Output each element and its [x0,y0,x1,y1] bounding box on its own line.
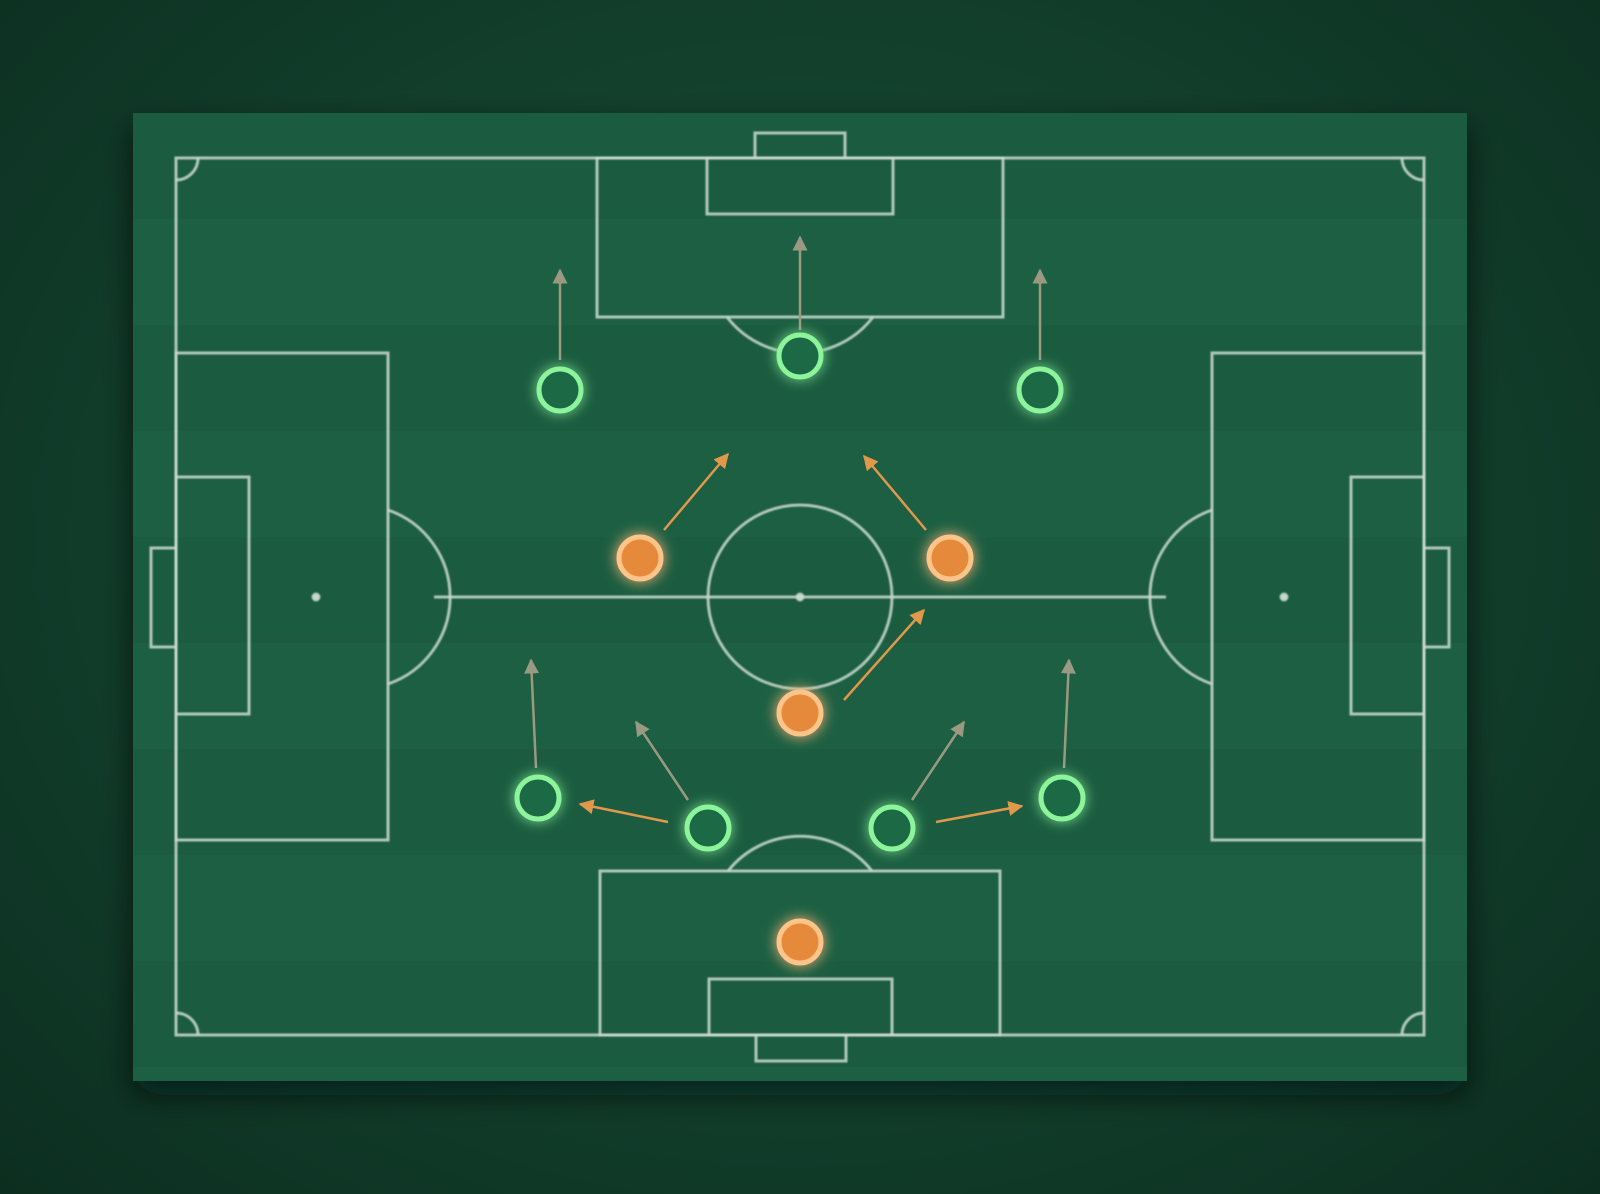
arrow-orange [663,452,729,531]
penalty-spot-left [311,592,321,602]
pitch-stripe [133,961,1467,1067]
player-ring [1038,774,1086,822]
team-green [514,332,1086,852]
player-green-6[interactable] [868,804,916,852]
player-ring [684,804,732,852]
corner-arc-bottom-right [1400,1011,1425,1036]
arrow-orange [863,454,927,531]
pitch-stripe [133,113,1467,219]
corner-arc-top-right [1400,157,1425,182]
arrow-gray [910,720,966,801]
penalty-arc-right [1148,508,1213,686]
penalty-arc-left [387,508,452,686]
player-ring [776,332,824,380]
pitch-markings [149,131,1451,1063]
player-ring [536,366,584,414]
player-ring [1016,366,1064,414]
centre-spot [795,592,805,602]
arrow-gray [634,720,690,801]
corner-arc-bottom-left [175,1011,200,1036]
goal-right [1422,546,1451,649]
player-green-1[interactable] [536,366,584,414]
player-disc [776,918,824,966]
penalty-arc-bottom [726,834,874,872]
player-green-3[interactable] [1016,366,1064,414]
player-orange-3[interactable] [776,689,824,737]
arrow-orange [935,801,1024,824]
movement-arrows [524,235,1076,824]
player-disc [926,534,974,582]
arrow-gray [524,658,540,769]
centre-circle [706,503,894,691]
player-green-4[interactable] [514,774,562,822]
player-orange-2[interactable] [926,534,974,582]
player-orange-1[interactable] [616,534,664,582]
player-disc [616,534,664,582]
penalty-spot-right [1279,592,1289,602]
player-ring [868,804,916,852]
player-disc [776,689,824,737]
corner-arc-top-left [175,157,200,182]
goal-bottom [754,1033,848,1063]
player-green-7[interactable] [1038,774,1086,822]
player-green-5[interactable] [684,804,732,852]
goal-left [149,546,178,649]
team-orange [616,534,974,966]
player-ring [514,774,562,822]
arrow-gray [1060,658,1076,769]
arrow-orange [843,608,925,701]
player-orange-4[interactable] [776,918,824,966]
pitch-stripe [133,537,1467,643]
arrow-orange [578,799,669,824]
goal-top [753,131,847,160]
player-green-2[interactable] [776,332,824,380]
